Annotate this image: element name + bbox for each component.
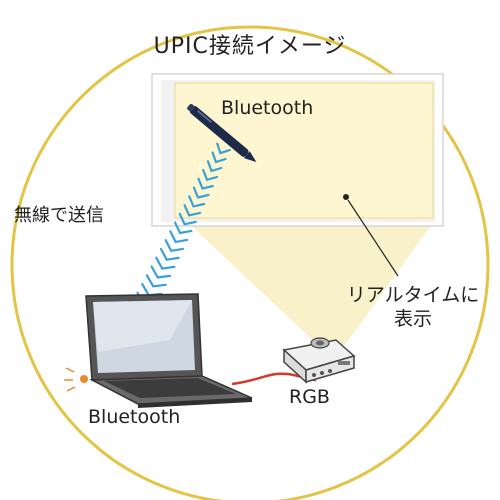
signal-wave xyxy=(202,168,219,182)
signal-wave xyxy=(169,230,189,244)
signal-wave xyxy=(183,204,202,217)
signal-wave xyxy=(192,186,210,199)
realtime-pointer xyxy=(343,194,399,277)
pen-icon xyxy=(187,103,257,162)
signal-wave xyxy=(211,151,227,164)
signal-wave xyxy=(216,142,231,155)
diagram-title: UPIC接続イメージ xyxy=(153,34,347,59)
signal-wave xyxy=(188,195,206,208)
bluetooth-led xyxy=(80,375,88,383)
projector-beam xyxy=(185,220,435,345)
projector-icon xyxy=(282,337,356,384)
laptop-bluetooth-label: Bluetooth xyxy=(88,406,181,428)
signal-wave xyxy=(164,239,184,253)
wireless-label: 無線で送信 xyxy=(14,205,104,226)
signal-wave xyxy=(178,212,197,226)
signal-wave xyxy=(206,160,223,173)
laptop-icon xyxy=(64,293,253,408)
realtime-label: リアルタイムに表示 xyxy=(346,284,480,330)
rgb-label: RGB xyxy=(289,386,330,408)
signal-wave xyxy=(174,221,193,235)
pen-bluetooth-label: Bluetooth xyxy=(221,97,314,119)
signal-wave xyxy=(150,265,172,279)
signal-wave xyxy=(145,274,167,288)
screen xyxy=(151,73,444,227)
signal-wave xyxy=(197,177,214,190)
signal-wave xyxy=(155,256,176,270)
signal-wave xyxy=(159,247,180,261)
